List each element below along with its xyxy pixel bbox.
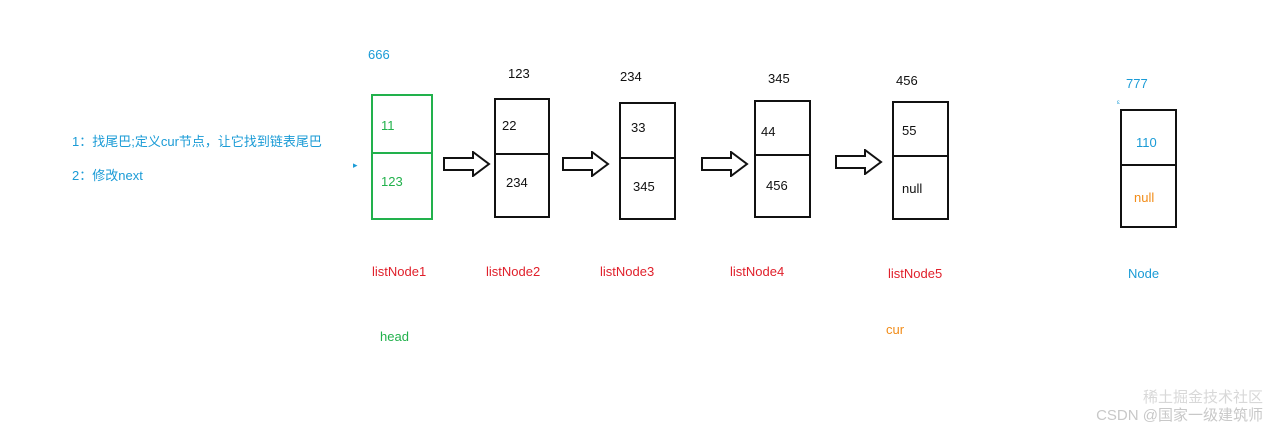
- node4-next-cell: 456: [756, 154, 809, 216]
- node2-box: 22 234: [494, 98, 550, 218]
- node5-box: 55 null: [892, 101, 949, 220]
- node1-address: 666: [368, 47, 390, 62]
- node3-next-cell: 345: [621, 157, 674, 218]
- node4-value: 44: [761, 124, 776, 139]
- node1-box: 11 123: [371, 94, 433, 220]
- watermark: CSDN @国家一级建筑师: [1096, 407, 1263, 424]
- node1-next-cell: 123: [373, 152, 431, 218]
- node5-value-cell: 55: [894, 103, 947, 159]
- node5-name: listNode5: [888, 266, 943, 281]
- note-step1: 1：找尾巴;定义cur节点，让它找到链表尾巴: [72, 134, 322, 149]
- cur-label: cur: [886, 322, 905, 337]
- node3-next: 345: [633, 179, 655, 194]
- watermark-overlay: 稀土掘金技术社区: [1142, 389, 1263, 406]
- arrow-right-icon: [562, 151, 610, 177]
- new-node-address: 777: [1126, 76, 1148, 91]
- node3-address: 234: [620, 69, 642, 84]
- node4-box: 44 456: [754, 100, 811, 218]
- pointer-mark: ᵋ: [1117, 98, 1120, 108]
- node2-address: 123: [508, 66, 530, 81]
- node1-next: 123: [381, 174, 403, 189]
- new-node-value: 110: [1136, 135, 1157, 150]
- node4-value-cell: 44: [756, 102, 809, 158]
- node1-value: 11: [381, 118, 395, 133]
- node5-next-cell: null: [894, 155, 947, 218]
- new-node-box: 110 null: [1120, 109, 1177, 228]
- head-label: head: [380, 329, 409, 344]
- node3-value: 33: [631, 120, 646, 135]
- node5-next: null: [902, 181, 923, 196]
- node3-value-cell: 33: [621, 104, 674, 161]
- node2-value-cell: 22: [496, 100, 548, 157]
- node1-value-cell: 11: [373, 96, 431, 156]
- node4-next: 456: [766, 178, 788, 193]
- node2-name: listNode2: [486, 264, 541, 279]
- arrow-right-icon: [701, 151, 749, 177]
- node3-box: 33 345: [619, 102, 676, 220]
- node5-value: 55: [902, 123, 917, 138]
- arrow-right-icon: [443, 151, 491, 177]
- notes: 1：找尾巴;定义cur节点，让它找到链表尾巴 2：修改next: [72, 132, 322, 186]
- new-node-next-cell: null: [1122, 164, 1175, 226]
- node5-address: 456: [896, 73, 918, 88]
- new-node-value-cell: 110: [1122, 111, 1175, 168]
- node2-next-cell: 234: [496, 153, 548, 216]
- new-node-next: null: [1134, 190, 1155, 205]
- node2-value: 22: [502, 118, 517, 133]
- pointer-mark: ▸: [353, 160, 358, 170]
- node4-address: 345: [768, 71, 790, 86]
- arrow-right-icon: [835, 149, 883, 175]
- node3-name: listNode3: [600, 264, 655, 279]
- node2-next: 234: [506, 175, 528, 190]
- node4-name: listNode4: [730, 264, 785, 279]
- node1-name: listNode1: [372, 264, 427, 279]
- note-step2: 2：修改next: [72, 168, 143, 183]
- new-node-name: Node: [1128, 266, 1160, 281]
